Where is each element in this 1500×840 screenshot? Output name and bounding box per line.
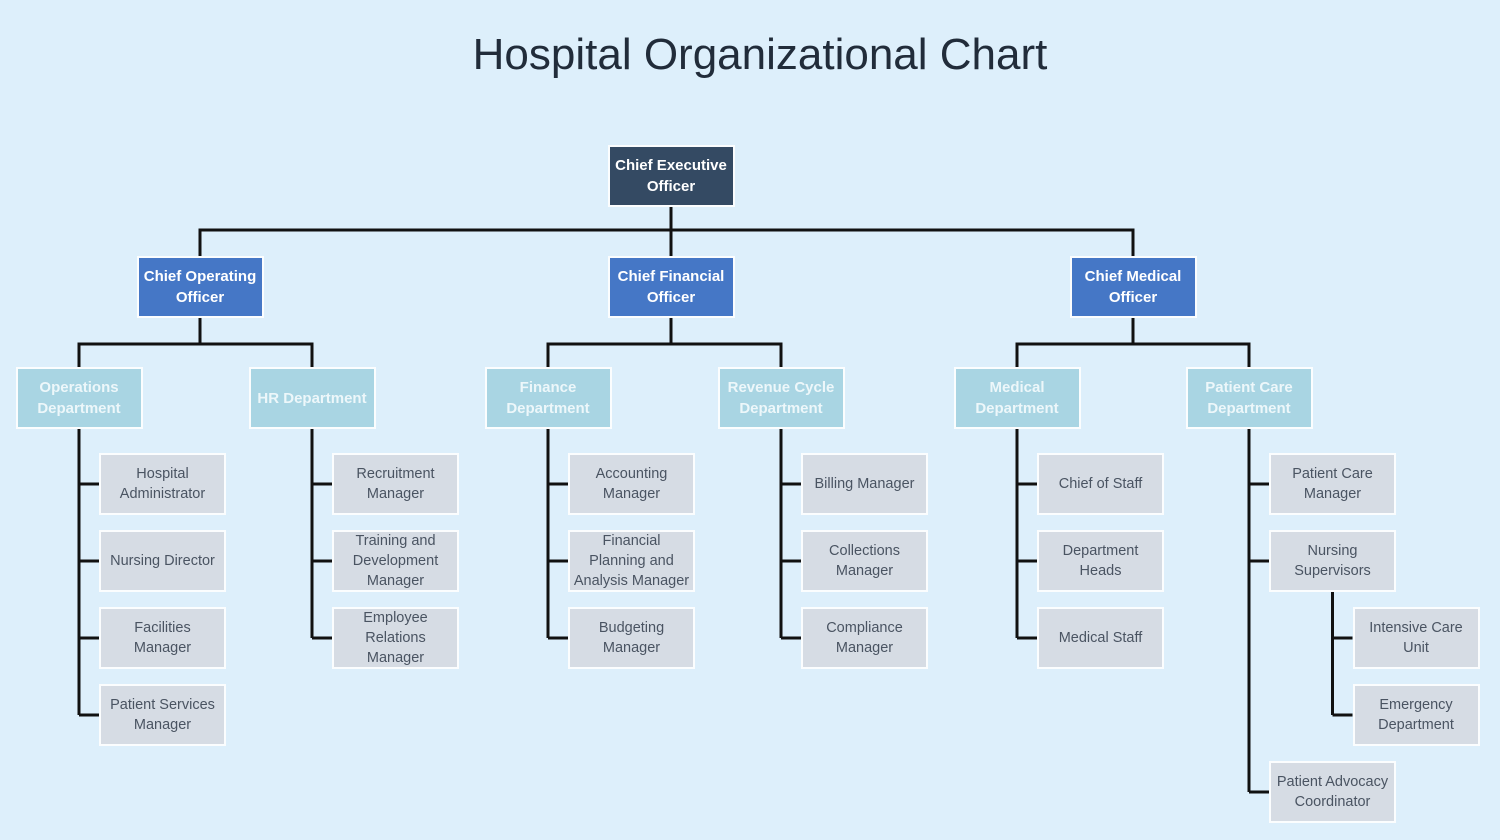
org-node-label: Accounting Manager (595, 466, 668, 502)
org-node-label: Patient Care Department (1205, 379, 1293, 417)
org-node-label: Employee Relations Manager (363, 610, 428, 666)
org-node-hr-department: HR Department (248, 367, 376, 429)
org-node-label: Hospital Administrator (119, 466, 206, 502)
org-node-employee-relations-manager: Employee Relations Manager (332, 607, 459, 669)
org-node-emergency-department: Emergency Department (1352, 684, 1480, 746)
org-node-facilities-manager: Facilities Manager (99, 607, 226, 669)
org-node-label: Nursing Director (110, 553, 215, 569)
org-node-compliance-manager: Compliance Manager (801, 607, 928, 669)
org-node-billing-manager: Billing Manager (801, 453, 928, 515)
org-node-label: Medical Staff (1058, 630, 1143, 646)
org-node-training-and-development-manager: Training and Development Manager (332, 530, 459, 592)
org-node-label: Revenue Cycle Department (727, 379, 835, 417)
org-node-chief-of-staff: Chief of Staff (1037, 453, 1164, 515)
org-node-financial-planning-and-analysis-manager: Financial Planning and Analysis Manager (568, 530, 695, 592)
org-node-budgeting-manager: Budgeting Manager (568, 607, 695, 669)
org-node-label: Recruitment Manager (356, 466, 435, 502)
org-node-nursing-supervisors: Nursing Supervisors (1269, 530, 1396, 592)
org-node-chief-executive-officer: Chief Executive Officer (607, 145, 735, 207)
org-node-patient-care-manager: Patient Care Manager (1269, 453, 1396, 515)
org-node-finance-department: Finance Department (484, 367, 612, 429)
org-node-collections-manager: Collections Manager (801, 530, 928, 592)
org-node-hospital-administrator: Hospital Administrator (99, 453, 226, 515)
org-node-label: Patient Services Manager (110, 697, 215, 733)
org-node-patient-services-manager: Patient Services Manager (99, 684, 226, 746)
org-node-recruitment-manager: Recruitment Manager (332, 453, 459, 515)
org-node-label: Chief Executive Officer (615, 157, 727, 195)
org-node-chief-operating-officer: Chief Operating Officer (136, 256, 264, 318)
org-node-label: Financial Planning and Analysis Manager (573, 533, 690, 589)
org-node-label: Emergency Department (1378, 697, 1454, 733)
org-node-revenue-cycle-department: Revenue Cycle Department (717, 367, 845, 429)
org-node-label: Operations Department (37, 379, 121, 417)
org-node-label: Budgeting Manager (598, 620, 665, 656)
org-node-label: Chief Financial Officer (617, 268, 725, 306)
org-node-label: Department Heads (1062, 543, 1139, 579)
org-node-chief-medical-officer: Chief Medical Officer (1069, 256, 1197, 318)
org-node-label: Patient Care Manager (1292, 466, 1373, 502)
org-node-chief-financial-officer: Chief Financial Officer (607, 256, 735, 318)
org-node-label: Chief of Staff (1058, 476, 1143, 492)
org-node-intensive-care-unit: Intensive Care Unit (1352, 607, 1480, 669)
org-node-label: Collections Manager (829, 543, 900, 579)
org-node-label: Compliance Manager (826, 620, 903, 656)
org-node-label: Chief Operating Officer (143, 268, 257, 306)
org-node-patient-advocacy-coordinator: Patient Advocacy Coordinator (1269, 761, 1396, 823)
org-node-operations-department: Operations Department (15, 367, 143, 429)
page-title: Hospital Organizational Chart (472, 30, 1048, 79)
org-node-label: Billing Manager (814, 476, 915, 492)
org-node-accounting-manager: Accounting Manager (568, 453, 695, 515)
org-node-label: Medical Department (975, 379, 1059, 417)
org-node-medical-department: Medical Department (953, 367, 1081, 429)
org-node-label: Chief Medical Officer (1084, 268, 1182, 306)
org-node-patient-care-department: Patient Care Department (1185, 367, 1313, 429)
org-node-label: Finance Department (506, 379, 590, 417)
org-node-nursing-director: Nursing Director (99, 530, 226, 592)
org-node-medical-staff: Medical Staff (1037, 607, 1164, 669)
org-node-label: Intensive Care Unit (1369, 620, 1463, 656)
org-node-department-heads: Department Heads (1037, 530, 1164, 592)
org-node-label: Facilities Manager (133, 620, 192, 656)
org-node-label: Patient Advocacy Coordinator (1276, 774, 1389, 810)
org-node-label: Nursing Supervisors (1294, 543, 1371, 579)
org-node-label: HR Department (257, 389, 367, 407)
org-node-label: Training and Development Manager (352, 533, 439, 589)
